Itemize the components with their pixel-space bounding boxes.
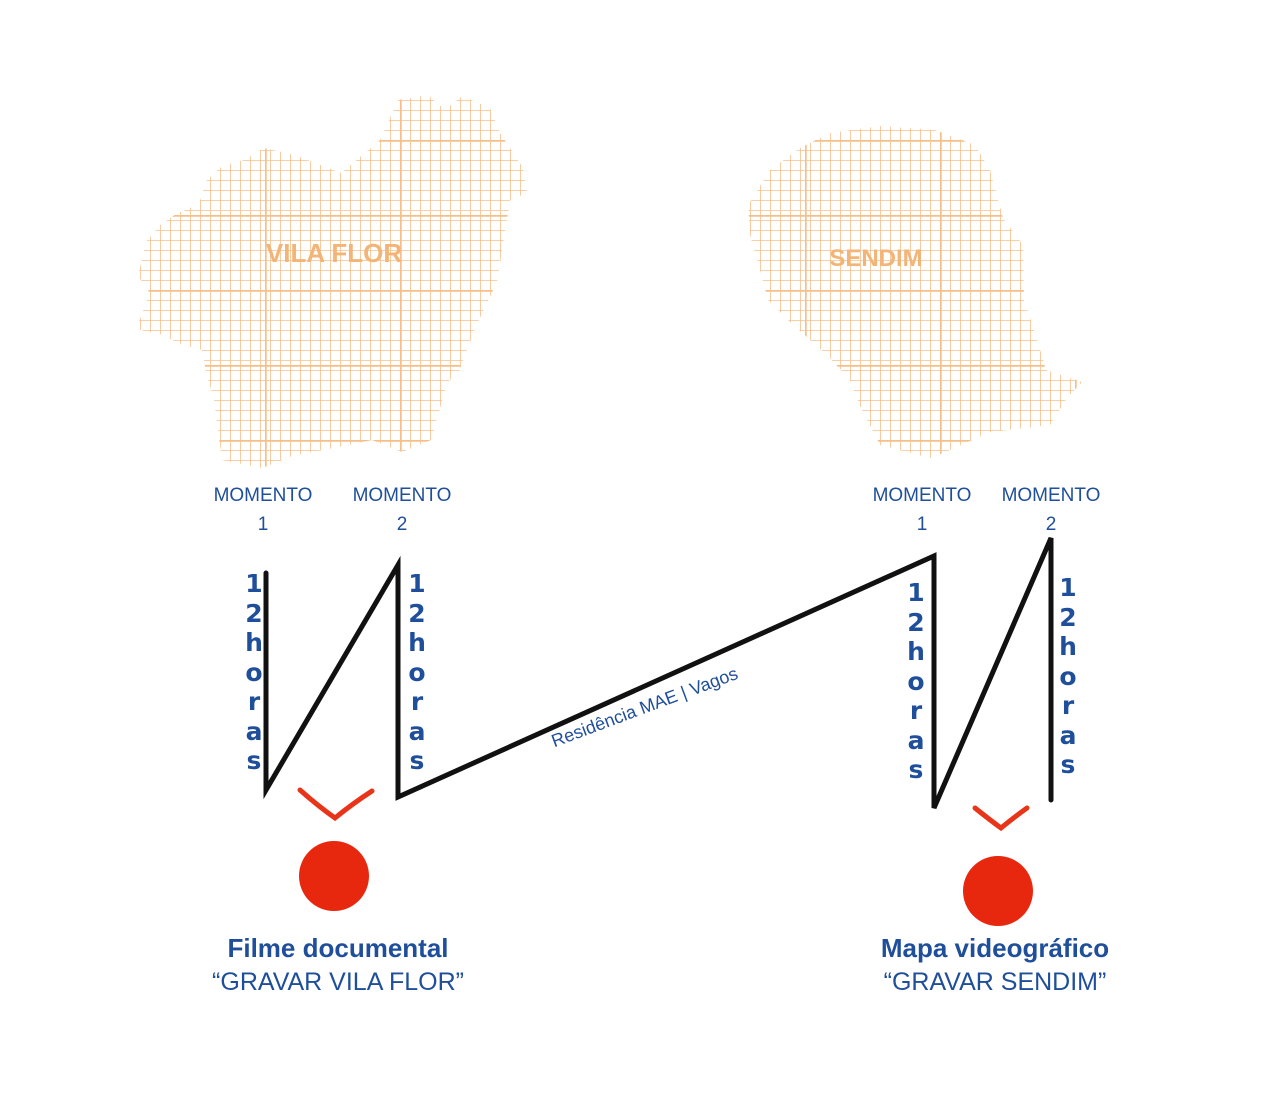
check-mark-icon	[297, 787, 375, 822]
moment-label-sendim-2: MOMENTO 2	[981, 481, 1121, 539]
moment-number: 2	[1045, 514, 1057, 535]
duration-char: 1	[1059, 573, 1077, 602]
output-title: Mapa videográfico	[880, 933, 1110, 963]
moment-label-sendim-1: MOMENTO 1	[852, 481, 992, 539]
duration-char: o	[1059, 661, 1077, 691]
duration-char: 1	[907, 578, 925, 607]
moment-label-vila-flor-1: MOMENTO 1	[193, 481, 333, 539]
duration-char: h	[907, 637, 925, 666]
moment-label-vila-flor-2: MOMENTO 2	[332, 481, 472, 539]
duration-char: s	[409, 746, 425, 775]
output-caption-right: Mapa videográfico “GRAVAR SENDIM”	[825, 931, 1165, 999]
duration-char: h	[1059, 632, 1077, 661]
sendim-label: SENDIM	[829, 245, 922, 272]
check-mark-icon	[972, 805, 1030, 832]
duration-char: r	[247, 687, 261, 716]
duration-char: 1	[408, 569, 426, 598]
duration-char: a	[907, 725, 925, 755]
duration-char: 2	[907, 607, 925, 637]
timeline-path	[263, 537, 1054, 809]
moment-number: 1	[257, 514, 269, 535]
duration-char: r	[909, 696, 923, 725]
output-subtitle: “GRAVAR VILA FLOR”	[212, 968, 464, 996]
record-dot-icon	[299, 841, 369, 911]
duration-char: o	[245, 657, 263, 687]
duration-char: 2	[408, 598, 426, 628]
output-subtitle: “GRAVAR SENDIM”	[883, 968, 1107, 996]
duration-char: h	[245, 628, 263, 657]
duration-char: 2	[245, 598, 263, 628]
duration-char: s	[1060, 750, 1076, 779]
duration-char: o	[408, 657, 426, 687]
vila-flor-label: VILA FLOR	[266, 238, 402, 268]
sendim-map: SENDIM	[748, 126, 1082, 458]
moment-word: MOMENTO	[872, 485, 972, 506]
duration-char: o	[907, 666, 925, 696]
moment-word: MOMENTO	[1001, 485, 1101, 506]
output-caption-left: Filme documental “GRAVAR VILA FLOR”	[168, 931, 508, 999]
duration-char: 1	[245, 569, 263, 598]
duration-char: 2	[1059, 602, 1077, 632]
duration-char: s	[246, 746, 262, 775]
duration-char: r	[1061, 691, 1075, 720]
duration-char: h	[408, 628, 426, 657]
moment-number: 2	[396, 514, 408, 535]
output-title: Filme documental	[227, 933, 449, 963]
duration-char: a	[245, 716, 263, 746]
moment-number: 1	[916, 514, 928, 535]
duration-char: a	[1059, 720, 1077, 750]
moment-word: MOMENTO	[352, 485, 452, 506]
moment-word: MOMENTO	[213, 485, 313, 506]
duration-char: a	[408, 716, 426, 746]
vila-flor-map: VILA FLOR	[136, 95, 527, 468]
duration-char: r	[410, 687, 424, 716]
duration-char: s	[908, 755, 924, 784]
record-dot-icon	[963, 856, 1033, 926]
